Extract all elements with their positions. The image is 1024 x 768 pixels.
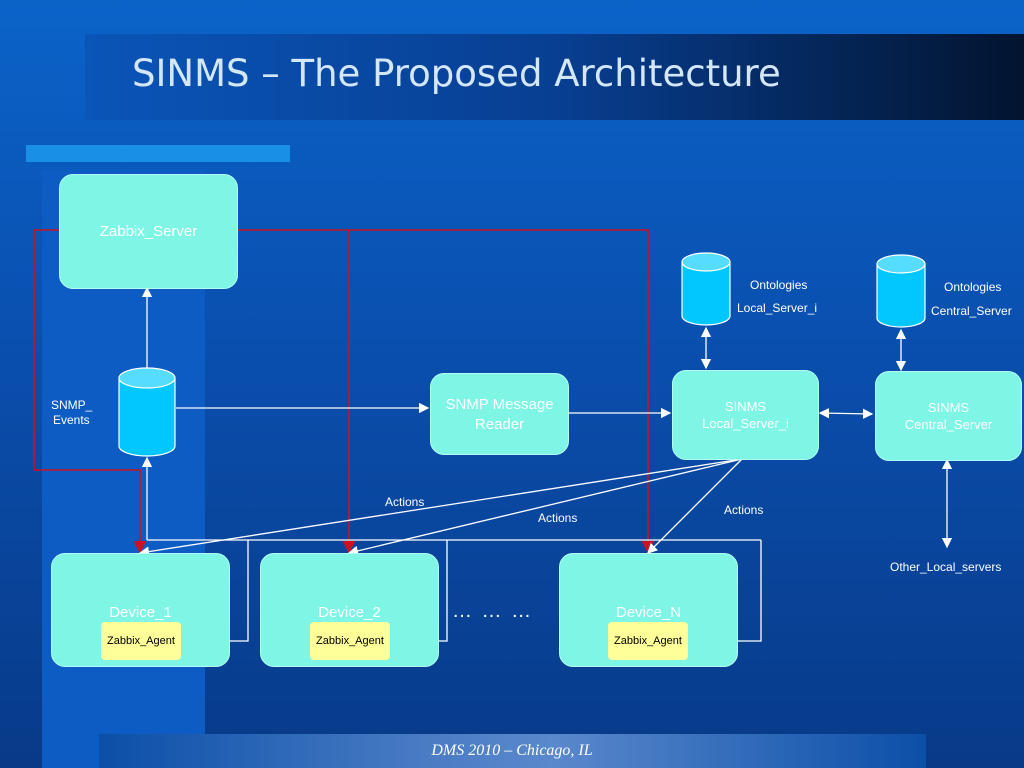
actions-label-1: Actions [385, 495, 425, 509]
ontologies-local-database-icon [681, 252, 731, 326]
sinms-central-server-box: SINMS Central_Server [875, 371, 1022, 461]
ontologies-local-label-1: Ontologies [750, 278, 808, 292]
device-2-zabbix-agent: Zabbix_Agent [310, 622, 390, 660]
ontologies-local-label-2: Local_Server_i [737, 301, 818, 315]
snmp-reader-label-1: SNMP Message [445, 396, 554, 413]
red-link-device-n [349, 229, 655, 554]
ontologies-central-database-icon [876, 254, 926, 328]
slide-title: SINMS – The Proposed Architecture [132, 52, 781, 95]
more-devices-ellipsis: … … … [452, 600, 534, 622]
sinms-central-label-2: Central_Server [904, 417, 993, 432]
zabbix-server-label: Zabbix_Server [99, 223, 198, 240]
device-1-label: Device_1 [109, 604, 172, 621]
link-local-central [818, 407, 874, 420]
device-1-zabbix-agent: Zabbix_Agent [101, 622, 181, 660]
sinms-local-label-1: SINMS [724, 399, 767, 414]
device-2-label: Device_2 [318, 604, 381, 621]
title-band [85, 34, 1024, 120]
slide-footer: DMS 2010 – Chicago, IL [431, 742, 593, 759]
footer-band [99, 734, 926, 768]
actions-label-2: Actions [538, 511, 578, 525]
snmp-message-reader-box: SNMP Message Reader [430, 373, 569, 455]
device-n-zabbix-agent: Zabbix_Agent [608, 622, 688, 660]
snmp-events-label-1: SNMP_ [51, 398, 93, 412]
snmp-events-database-icon [118, 367, 176, 457]
snmp-reader-label-2: Reader [474, 416, 525, 433]
actions-label-3: Actions [724, 503, 764, 517]
snmp-events-label-2: Events [53, 413, 90, 427]
sinms-central-label-1: SINMS [927, 400, 970, 415]
link-actions-device-2 [347, 458, 743, 556]
accent-bar [26, 145, 290, 162]
device-n-label: Device_N [615, 604, 682, 621]
other-local-servers-label: Other_Local_servers [890, 560, 1002, 574]
link-actions-device-1 [138, 458, 743, 557]
ontologies-central-label-1: Ontologies [944, 280, 1002, 294]
device-n-box: Device_N [559, 553, 738, 667]
link-actions-device-n [647, 458, 743, 554]
red-link-device-1 [33, 229, 147, 554]
red-links [33, 229, 655, 554]
sinms-local-label-2: Local_Server_i [702, 416, 789, 431]
ontologies-central-label-2: Central_Server [931, 304, 1012, 318]
red-link-device-2 [236, 229, 356, 554]
zabbix-server-box: Zabbix_Server [59, 174, 238, 289]
white-links [138, 286, 953, 642]
sinms-local-server-box: SINMS Local_Server_i [672, 370, 819, 460]
